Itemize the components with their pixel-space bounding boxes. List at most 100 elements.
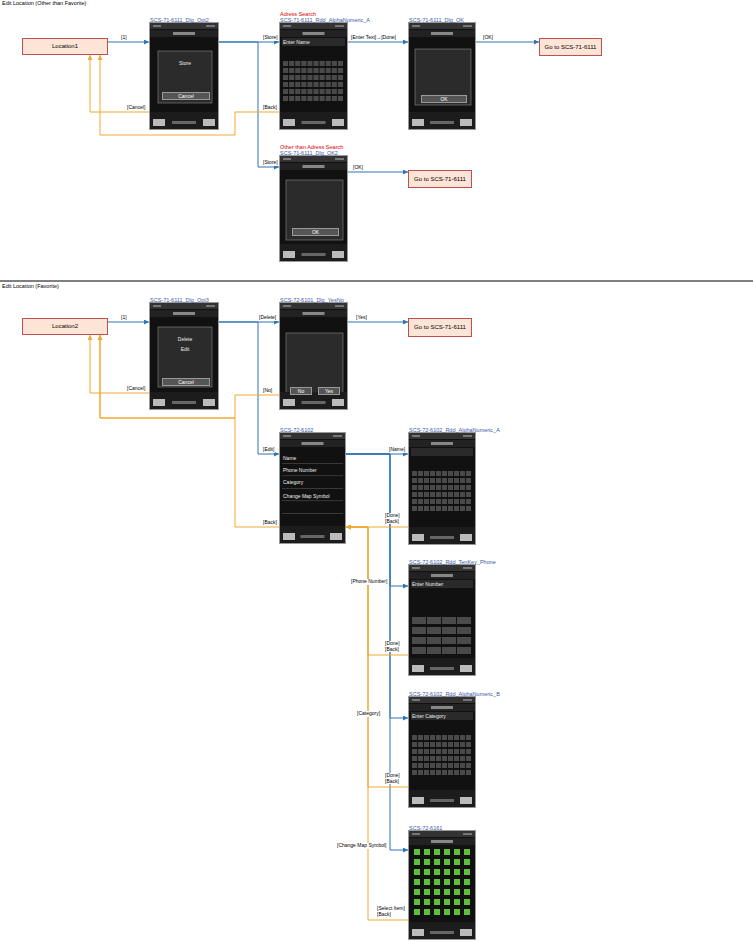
- screen-part: [307, 75, 312, 80]
- screen-part: [302, 401, 326, 404]
- screen-part: [454, 770, 459, 775]
- edge-label: [Select Item] [Back]: [376, 906, 408, 917]
- screen-part: [460, 492, 465, 497]
- screen-part: [414, 889, 420, 895]
- screen-part: [301, 89, 306, 94]
- screen-part: [412, 749, 417, 754]
- edge-label: [Done] [Back]: [384, 513, 408, 524]
- screen-part: [448, 506, 453, 511]
- screen-part: [424, 879, 430, 885]
- screen-part: [280, 440, 345, 447]
- screen-part: [326, 89, 331, 94]
- screen-part: [460, 485, 465, 490]
- screen-part: [412, 637, 426, 644]
- flow-connector: [346, 454, 408, 718]
- screen-part: [448, 735, 453, 740]
- screen-part: [464, 879, 470, 885]
- screen-part: [172, 401, 196, 404]
- screen-part: [430, 742, 435, 747]
- screen-part: [301, 535, 325, 538]
- screen-part: [409, 30, 475, 37]
- screen-part: [464, 869, 470, 875]
- screen-part: [430, 770, 435, 775]
- screen-part: [326, 61, 331, 66]
- screen-part: [430, 749, 435, 754]
- screen-part: [424, 899, 430, 905]
- screen-part: [173, 312, 195, 315]
- screen-part: [203, 119, 215, 126]
- screen-part: [412, 499, 417, 504]
- screen-text: Delete: [158, 336, 212, 342]
- screen-part: [332, 75, 337, 80]
- screen-part: [307, 89, 312, 94]
- screen-button: OK: [421, 95, 467, 103]
- screen-part: [330, 533, 342, 540]
- screen-part: [289, 82, 294, 87]
- screen-part: [307, 96, 312, 101]
- edge-label: [Enter Text]→[Done]: [350, 35, 397, 41]
- screen-part: [454, 909, 460, 915]
- screen-part: [442, 499, 447, 504]
- screen-part: [424, 749, 429, 754]
- screen-part: [454, 869, 460, 875]
- screen-part: [436, 763, 441, 768]
- screen-part: [463, 699, 472, 701]
- screen-part: [457, 627, 471, 634]
- screen-part: [302, 442, 324, 445]
- screen-part: [412, 756, 417, 761]
- process-box: Go to SCS-71-6111: [408, 170, 472, 188]
- screen-button: No: [290, 387, 312, 395]
- screen-part: [418, 770, 423, 775]
- screen-part: [412, 485, 417, 490]
- flow-connector: [108, 322, 149, 323]
- screen-part: [412, 763, 417, 768]
- screen-part: [150, 23, 218, 29]
- screen-part: [434, 849, 440, 855]
- screen-part: [454, 492, 459, 497]
- screen-part: [463, 567, 472, 569]
- screen-part: [436, 770, 441, 775]
- screen-illustration: [409, 831, 475, 939]
- screen-part: [301, 75, 306, 80]
- screen-part: [444, 849, 450, 855]
- screen-mockup: SCS-72-6101_Dlg_YesNoNoYes: [279, 302, 348, 410]
- screen-text: Enter Name: [283, 39, 338, 45]
- flow-connector: [476, 42, 539, 43]
- process-box: Go to SCS-71-6111: [408, 318, 472, 337]
- screen-part: [466, 735, 471, 740]
- screen-part: [424, 869, 430, 875]
- screen-part: [409, 527, 475, 544]
- screen-part: [427, 647, 441, 654]
- screen-mockup: SCS-71-6111_Dlg_Opt2StoreCancel: [149, 22, 219, 130]
- screen-part: [150, 112, 218, 129]
- screen-part: [307, 68, 312, 73]
- screen-part: [464, 909, 470, 915]
- screen-part: [283, 533, 295, 540]
- screen-part: [409, 790, 475, 807]
- screen-part: [442, 617, 456, 624]
- screen-part: [418, 499, 423, 504]
- screen-part: [460, 499, 465, 504]
- screen-part: [307, 82, 312, 87]
- edge-label: [Store]: [262, 160, 279, 166]
- screen-part: [280, 526, 345, 543]
- screen-part: [463, 435, 472, 437]
- screen-part: [424, 735, 429, 740]
- screen-part: [460, 478, 465, 483]
- screen-part: [414, 859, 420, 865]
- screen-mockup: SCS-72-6102_Rdd_AlphaNumeric_A: [408, 432, 476, 545]
- screen-part: [448, 471, 453, 476]
- screen-id: SCS-72-6102_Rdd_AlphaNumeric_B: [409, 691, 500, 697]
- screen-part: [289, 75, 294, 80]
- screen-part: [460, 506, 465, 511]
- screen-part: [414, 899, 420, 905]
- screen-part: [466, 742, 471, 747]
- edge-label: [1]: [120, 315, 128, 321]
- screen-part: [434, 879, 440, 885]
- screen-part: [282, 38, 345, 46]
- screen-part: [436, 742, 441, 747]
- screen-part: [436, 492, 441, 497]
- edge-label: [Cancel]: [126, 105, 146, 111]
- screen-heading: Other than Adress SearchSCS-71-6111_Dlg_…: [280, 144, 343, 156]
